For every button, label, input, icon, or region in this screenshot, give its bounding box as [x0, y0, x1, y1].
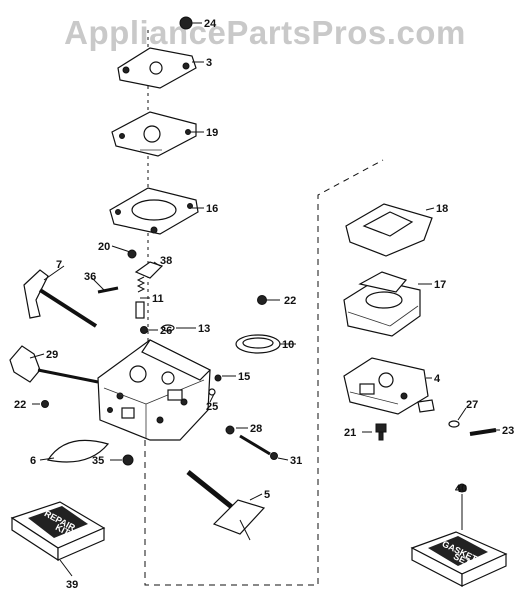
- callout-4: 4: [434, 373, 441, 385]
- callout-11: 11: [152, 293, 164, 305]
- carburetor-body[interactable]: [97, 339, 212, 441]
- part-22-plug-left[interactable]: [41, 400, 49, 408]
- part-20-pin[interactable]: [127, 249, 137, 259]
- part-16-diaphragm[interactable]: [109, 187, 199, 235]
- callout-5: 5: [264, 489, 270, 501]
- part-17-pump-body[interactable]: [343, 271, 421, 337]
- gasket-kit-box[interactable]: GASKET SET: [410, 531, 508, 587]
- part-29-adjusting-screw[interactable]: [9, 345, 99, 384]
- part-35-cap[interactable]: [122, 454, 134, 466]
- repair-kit-box[interactable]: REPAIR KIT: [10, 501, 106, 562]
- callout-29: 29: [46, 349, 58, 361]
- callout-25: 25: [206, 401, 218, 413]
- callout-16: 16: [206, 203, 218, 215]
- part-7-choke-shaft[interactable]: [23, 269, 98, 328]
- part-27-spacer[interactable]: [448, 420, 460, 428]
- part-38-lever[interactable]: [134, 261, 164, 279]
- callout-17: 17: [434, 279, 446, 291]
- callout-13: 13: [198, 323, 210, 335]
- part-31-screw[interactable]: [239, 434, 278, 460]
- part-6-throttle-plate[interactable]: [47, 439, 110, 463]
- part-23-screw[interactable]: [469, 428, 497, 436]
- part-36-screw[interactable]: [97, 286, 119, 294]
- callout-35: 35: [92, 455, 104, 467]
- callout-21: 21: [344, 427, 356, 439]
- callout-28: 28: [250, 423, 262, 435]
- part-25-plug[interactable]: [208, 388, 216, 396]
- part-5-throttle-shaft[interactable]: [186, 470, 266, 541]
- leader-lines: [29, 22, 500, 577]
- part-21-screw[interactable]: [375, 423, 387, 441]
- callout-7: 7: [56, 259, 62, 271]
- part-18-gasket[interactable]: [345, 203, 433, 257]
- callout-31: 31: [290, 455, 302, 467]
- callout-numbers: 24 3 19 16 20 38 7 36 11 22 26 13 10 29 …: [14, 18, 514, 591]
- callout-40: 40: [455, 483, 467, 495]
- part-4-metering-body[interactable]: [343, 357, 435, 415]
- part-13-o-ring[interactable]: [161, 324, 175, 332]
- part-15-fitting[interactable]: [214, 374, 222, 382]
- callout-26: 26: [160, 325, 172, 337]
- callout-22-top: 22: [284, 295, 296, 307]
- callout-18: 18: [436, 203, 448, 215]
- part-24-screw[interactable]: [179, 16, 193, 30]
- callout-15: 15: [238, 371, 250, 383]
- callout-39: 39: [66, 579, 78, 591]
- callout-10: 10: [282, 339, 294, 351]
- callout-23: 23: [502, 425, 514, 437]
- callout-20: 20: [98, 241, 110, 253]
- part-11-spring[interactable]: [135, 276, 146, 319]
- callout-6: 6: [30, 455, 36, 467]
- callout-38: 38: [160, 255, 172, 267]
- part-10-disc[interactable]: [235, 334, 281, 354]
- part-3-cover-plate[interactable]: [117, 47, 197, 89]
- callout-24: 24: [204, 18, 217, 30]
- callout-19: 19: [206, 127, 218, 139]
- callout-22-left: 22: [14, 399, 26, 411]
- callout-27: 27: [466, 399, 478, 411]
- callout-36: 36: [84, 271, 96, 283]
- part-26-washer[interactable]: [140, 326, 148, 334]
- part-28-washer[interactable]: [225, 425, 235, 435]
- part-40-bolt[interactable]: [457, 483, 467, 493]
- callout-3: 3: [206, 57, 212, 69]
- part-19-gasket[interactable]: [111, 111, 197, 157]
- part-22-plug-top[interactable]: [257, 295, 267, 305]
